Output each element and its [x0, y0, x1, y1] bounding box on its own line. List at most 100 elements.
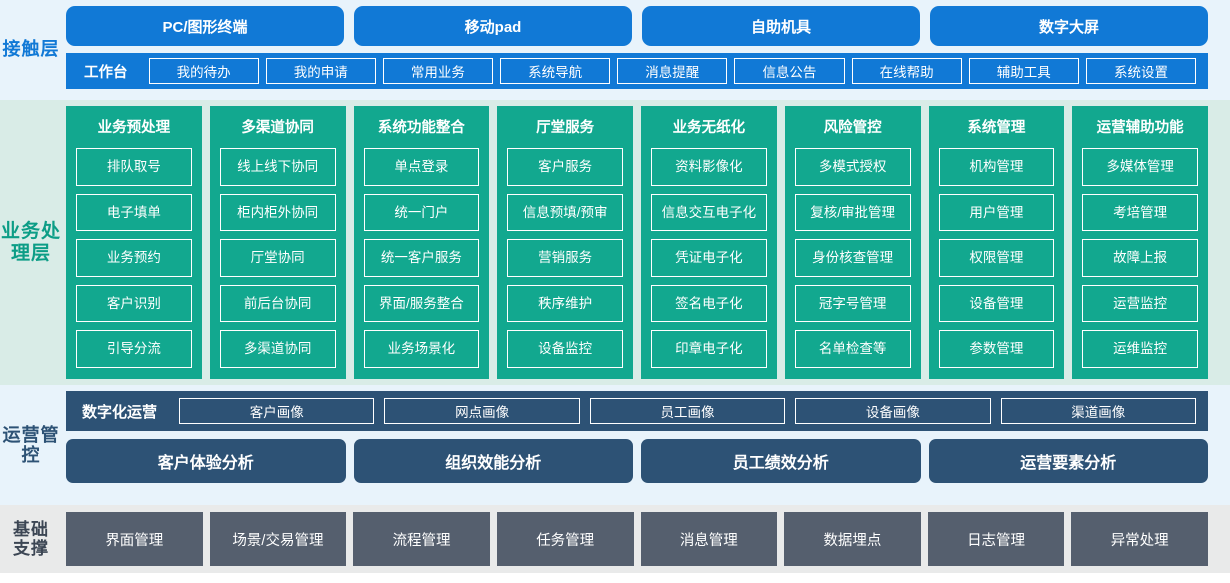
layer-contact-label-text: 接触层 [2, 38, 60, 59]
business-item[interactable]: 排队取号 [76, 148, 192, 186]
portrait-item-device[interactable]: 设备画像 [795, 398, 991, 424]
business-item[interactable]: 厅堂协同 [219, 239, 336, 277]
business-item[interactable]: 引导分流 [76, 330, 192, 368]
business-column-pre-processing: 业务预处理 排队取号 电子填单 业务预约 客户识别 引导分流 [66, 106, 202, 379]
business-item[interactable]: 信息预填/预审 [507, 193, 623, 232]
business-column-lobby-service: 厅堂服务 客户服务 信息预填/预审 营销服务 秩序维护 设备监控 [497, 106, 633, 379]
business-item[interactable]: 参数管理 [938, 330, 1055, 368]
workbench-item-system-settings[interactable]: 系统设置 [1085, 58, 1197, 84]
business-item[interactable]: 多渠道协同 [219, 330, 336, 368]
business-item[interactable]: 线上线下协同 [219, 148, 336, 186]
layer-contact-body: PC/图形终端 移动pad 自助机具 数字大屏 工作台 我的待办 我的申请 常用… [62, 6, 1230, 92]
analysis-item-employee-performance[interactable]: 员工绩效分析 [641, 439, 921, 483]
business-item[interactable]: 界面/服务整合 [363, 284, 480, 323]
analysis-item-customer-experience[interactable]: 客户体验分析 [66, 439, 346, 483]
layer-business-label: 业务处理层 [0, 106, 62, 379]
portrait-item-branch[interactable]: 网点画像 [384, 398, 580, 424]
layer-foundation-body: 界面管理 场景/交易管理 流程管理 任务管理 消息管理 数据埋点 日志管理 异常… [62, 512, 1230, 566]
business-column-system-integration: 系统功能整合 单点登录 统一门户 统一客户服务 界面/服务整合 业务场景化 [353, 106, 490, 379]
analysis-item-operation-elements[interactable]: 运营要素分析 [928, 439, 1208, 483]
layer-contact-label: 接触层 [0, 6, 62, 92]
foundation-item-scenario-transaction-management[interactable]: 场景/交易管理 [209, 512, 347, 566]
business-item[interactable]: 业务预约 [76, 239, 192, 277]
foundation-item-data-tracking[interactable]: 数据埋点 [784, 512, 921, 566]
channel-button-digital-screen[interactable]: 数字大屏 [930, 6, 1208, 46]
business-item[interactable]: 凭证电子化 [651, 239, 767, 277]
business-column-title: 风险管控 [823, 120, 882, 136]
business-column-title: 系统功能整合 [377, 120, 465, 136]
business-item[interactable]: 柜内柜外协同 [219, 193, 336, 232]
layer-operations: 运营管控 数字化运营 客户画像 网点画像 员工画像 设备画像 渠道画像 客户体验… [0, 385, 1230, 505]
channel-button-mobile-pad[interactable]: 移动pad [354, 6, 632, 46]
business-item[interactable]: 设备管理 [938, 284, 1055, 323]
business-item[interactable]: 业务场景化 [363, 330, 480, 368]
layer-contact: 接触层 PC/图形终端 移动pad 自助机具 数字大屏 工作台 我的待办 我的申… [0, 0, 1230, 100]
business-item[interactable]: 运维监控 [1082, 330, 1198, 368]
business-item[interactable]: 单点登录 [363, 148, 480, 186]
business-item[interactable]: 印章电子化 [651, 330, 767, 368]
business-item[interactable]: 电子填单 [76, 193, 192, 232]
layer-foundation-label-line2: 支撑 [13, 539, 49, 558]
foundation-item-exception-handling[interactable]: 异常处理 [1071, 512, 1208, 566]
foundation-item-ui-management[interactable]: 界面管理 [66, 512, 203, 566]
foundation-item-task-management[interactable]: 任务管理 [496, 512, 634, 566]
business-item[interactable]: 冠字号管理 [794, 284, 911, 323]
analysis-item-organization-efficiency[interactable]: 组织效能分析 [353, 439, 633, 483]
business-column-title: 业务无纸化 [672, 120, 746, 136]
channel-button-pc[interactable]: PC/图形终端 [66, 6, 344, 46]
business-item[interactable]: 机构管理 [938, 148, 1055, 186]
business-column-system-management: 系统管理 机构管理 用户管理 权限管理 设备管理 参数管理 [928, 106, 1065, 379]
business-item[interactable]: 考培管理 [1082, 193, 1198, 232]
layer-operations-label-text: 运营管控 [2, 424, 60, 465]
business-item[interactable]: 客户服务 [507, 148, 623, 186]
workbench-item-common-business[interactable]: 常用业务 [382, 58, 494, 84]
workbench-item-my-application[interactable]: 我的申请 [265, 58, 376, 84]
business-item[interactable]: 复核/审批管理 [794, 193, 911, 232]
portrait-item-channel[interactable]: 渠道画像 [1000, 398, 1196, 424]
foundation-item-row: 界面管理 场景/交易管理 流程管理 任务管理 消息管理 数据埋点 日志管理 异常… [62, 512, 1230, 566]
business-column-risk-control: 风险管控 多模式授权 复核/审批管理 身份核查管理 冠字号管理 名单检查等 [784, 106, 921, 379]
workbench-item-online-help[interactable]: 在线帮助 [851, 58, 962, 84]
business-item[interactable]: 统一门户 [363, 193, 480, 232]
layer-business: 业务处理层 业务预处理 排队取号 电子填单 业务预约 客户识别 引导分流 多渠道… [0, 100, 1230, 385]
business-item[interactable]: 故障上报 [1082, 239, 1198, 277]
layer-operations-body: 数字化运营 客户画像 网点画像 员工画像 设备画像 渠道画像 客户体验分析 组织… [62, 391, 1230, 499]
analysis-row: 客户体验分析 组织效能分析 员工绩效分析 运营要素分析 [66, 439, 1208, 483]
business-item[interactable]: 客户识别 [76, 284, 192, 323]
workbench-label: 工作台 [84, 64, 128, 81]
workbench-item-info-announcement[interactable]: 信息公告 [734, 58, 845, 84]
business-item[interactable]: 秩序维护 [507, 284, 623, 323]
business-item[interactable]: 设备监控 [507, 330, 623, 368]
workbench-item-auxiliary-tools[interactable]: 辅助工具 [968, 58, 1079, 84]
portrait-item-employee[interactable]: 员工画像 [589, 398, 786, 424]
business-item[interactable]: 前后台协同 [219, 284, 336, 323]
foundation-item-process-management[interactable]: 流程管理 [353, 512, 490, 566]
channel-button-self-service[interactable]: 自助机具 [642, 6, 920, 46]
business-item[interactable]: 营销服务 [507, 239, 623, 277]
business-item[interactable]: 名单检查等 [794, 330, 911, 368]
workbench-item-message-reminder[interactable]: 消息提醒 [617, 58, 728, 84]
workbench-item-my-todo[interactable]: 我的待办 [148, 58, 259, 84]
business-item[interactable]: 多媒体管理 [1082, 148, 1198, 186]
business-column-row: 业务预处理 排队取号 电子填单 业务预约 客户识别 引导分流 多渠道协同 线上线… [62, 106, 1230, 379]
business-item[interactable]: 身份核查管理 [794, 239, 911, 277]
workbench-bar: 工作台 我的待办 我的申请 常用业务 系统导航 消息提醒 信息公告 在线帮助 辅… [66, 53, 1208, 89]
business-item[interactable]: 多模式授权 [794, 148, 911, 186]
business-item[interactable]: 运营监控 [1082, 284, 1198, 323]
layer-foundation: 基础 支撑 界面管理 场景/交易管理 流程管理 任务管理 消息管理 数据埋点 日… [0, 505, 1230, 573]
business-column-title: 业务预处理 [97, 120, 171, 136]
business-column-paperless: 业务无纸化 资料影像化 信息交互电子化 凭证电子化 签名电子化 印章电子化 [641, 106, 777, 379]
foundation-item-message-management[interactable]: 消息管理 [640, 512, 778, 566]
business-column-title: 厅堂服务 [536, 120, 595, 136]
business-item[interactable]: 资料影像化 [651, 148, 767, 186]
business-item[interactable]: 签名电子化 [651, 284, 767, 323]
foundation-item-log-management[interactable]: 日志管理 [927, 512, 1065, 566]
business-column-multichannel: 多渠道协同 线上线下协同 柜内柜外协同 厅堂协同 前后台协同 多渠道协同 [209, 106, 346, 379]
portrait-item-customer[interactable]: 客户画像 [179, 398, 375, 424]
business-item[interactable]: 信息交互电子化 [651, 193, 767, 232]
business-item[interactable]: 统一客户服务 [363, 239, 480, 277]
workbench-item-system-navigation[interactable]: 系统导航 [500, 58, 611, 84]
business-item[interactable]: 权限管理 [938, 239, 1055, 277]
business-item[interactable]: 用户管理 [938, 193, 1055, 232]
layer-business-body: 业务预处理 排队取号 电子填单 业务预约 客户识别 引导分流 多渠道协同 线上线… [62, 106, 1230, 379]
